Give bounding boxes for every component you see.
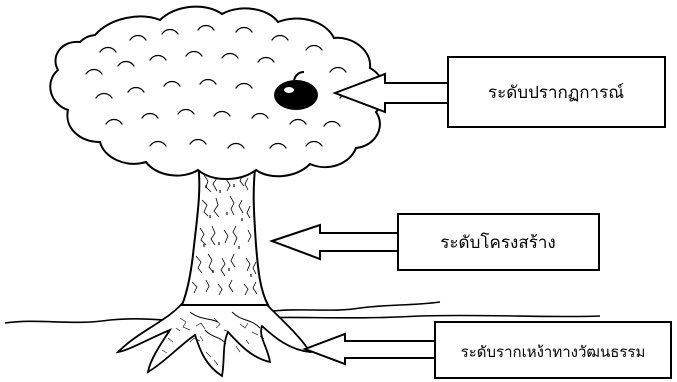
- ground-line: [4, 301, 601, 324]
- tree-trunk: [180, 158, 270, 306]
- structure-arrow: [269, 223, 399, 261]
- structure-label: ระดับโครงสร้าง: [440, 232, 555, 253]
- roots-label: ระดับรากเหง้าทางวัฒนธรรม: [461, 343, 646, 361]
- tree-canopy: [49, 5, 386, 180]
- root-texture: [161, 317, 265, 366]
- structure-label-box: ระดับโครงสร้าง: [397, 213, 600, 271]
- roots-label-box: ระดับรากเหง้าทางวัฒนธรรม: [434, 321, 672, 379]
- tree-roots: [115, 299, 312, 378]
- phenomenon-label: ระดับปรากฏการณ์: [488, 83, 624, 103]
- roots-arrow: [302, 332, 436, 366]
- fruit-icon: [274, 71, 318, 110]
- phenomenon-label-box: ระดับปรากฏการณ์: [447, 56, 666, 128]
